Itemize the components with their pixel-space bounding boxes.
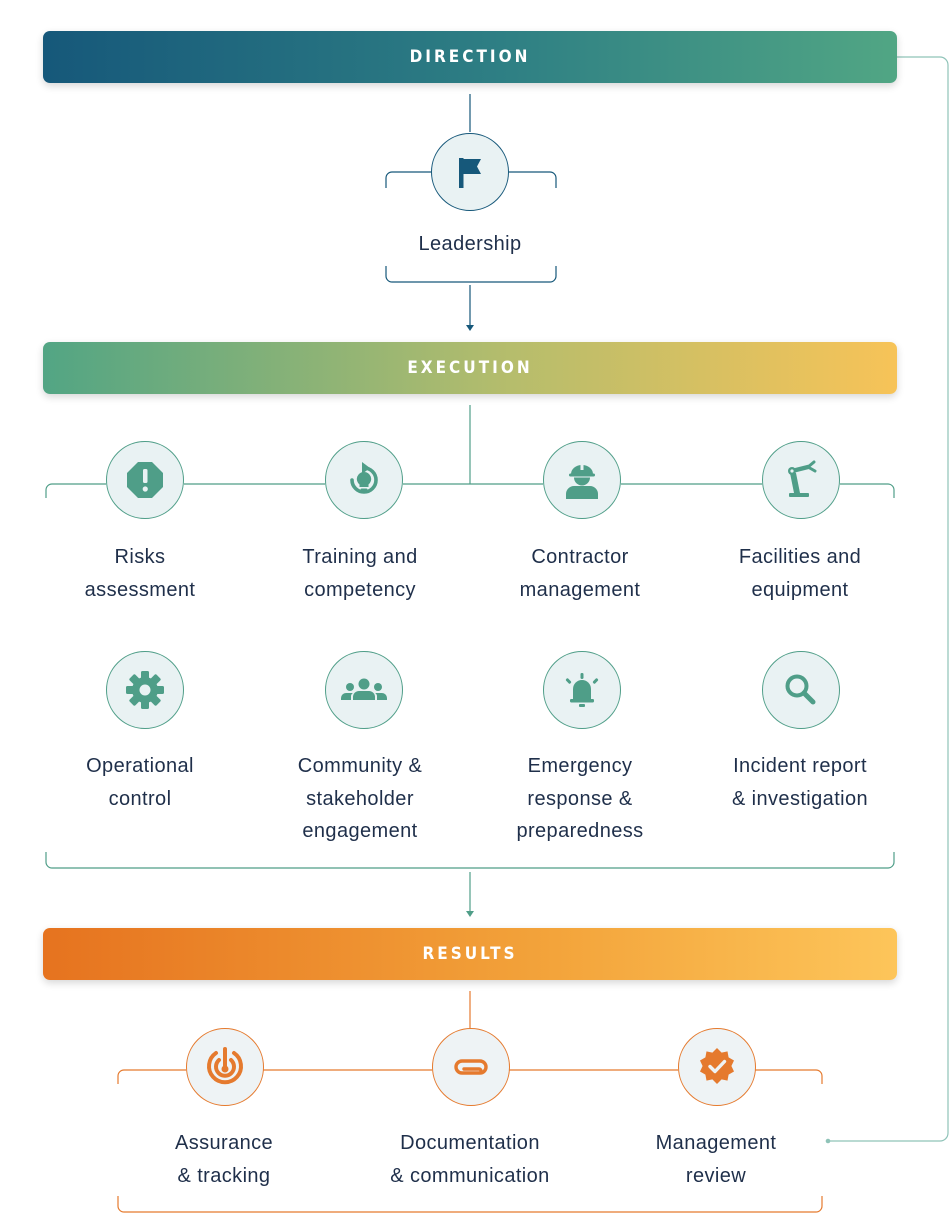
- feedback-loop-line: [828, 56, 949, 1142]
- alert-icon: [127, 462, 163, 498]
- incident-report-node: [762, 651, 840, 729]
- leadership-label: Leadership: [418, 233, 522, 255]
- execution-banner: EXECUTION: [43, 342, 897, 394]
- execution-bracket-bottom: [45, 852, 895, 869]
- feedback-loop-dot: [825, 1138, 831, 1144]
- documentation-communication-label: Documentation& communication: [390, 1132, 550, 1187]
- gear-icon: [126, 671, 164, 709]
- alarm-icon: [565, 673, 599, 707]
- leadership-bracket-bottom: [385, 266, 557, 283]
- results-bracket-bottom: [117, 1196, 823, 1213]
- leadership-node: [431, 133, 509, 211]
- contractor-management-node: [543, 441, 621, 519]
- execution-arrowhead: [466, 911, 474, 917]
- badge-check-icon: [700, 1048, 734, 1084]
- search-icon: [785, 674, 816, 705]
- incident-report-label: Incident report& investigation: [731, 755, 869, 810]
- management-review-node: [678, 1028, 756, 1106]
- robot-arm-icon: [788, 460, 817, 497]
- flag-icon: [459, 158, 481, 188]
- target-icon: [207, 1047, 243, 1085]
- community-stakeholder-node: [325, 651, 403, 729]
- results-title: RESULTS: [422, 944, 518, 964]
- emergency-response-node: [543, 651, 621, 729]
- assurance-tracking-node: [186, 1028, 264, 1106]
- leadership-bracket-top: [385, 171, 557, 188]
- worker-icon: [566, 464, 598, 499]
- assurance-tracking-label: Assurance& tracking: [174, 1132, 274, 1187]
- results-row-line: [117, 1069, 823, 1084]
- results-banner: RESULTS: [43, 928, 897, 980]
- execution-row-line: [45, 483, 895, 498]
- leadership-arrowhead: [466, 325, 474, 331]
- operational-control-node: [106, 651, 184, 729]
- direction-banner: DIRECTION: [43, 31, 897, 83]
- execution-title: EXECUTION: [407, 358, 533, 378]
- facilities-equipment-node: [762, 441, 840, 519]
- risks-assessment-node: [106, 441, 184, 519]
- lightbulb-refresh-icon: [350, 462, 378, 494]
- direction-title: DIRECTION: [409, 47, 531, 67]
- documentation-communication-node: [432, 1028, 510, 1106]
- paperclip-icon: [454, 1059, 488, 1075]
- training-competency-node: [325, 441, 403, 519]
- group-icon: [341, 678, 387, 700]
